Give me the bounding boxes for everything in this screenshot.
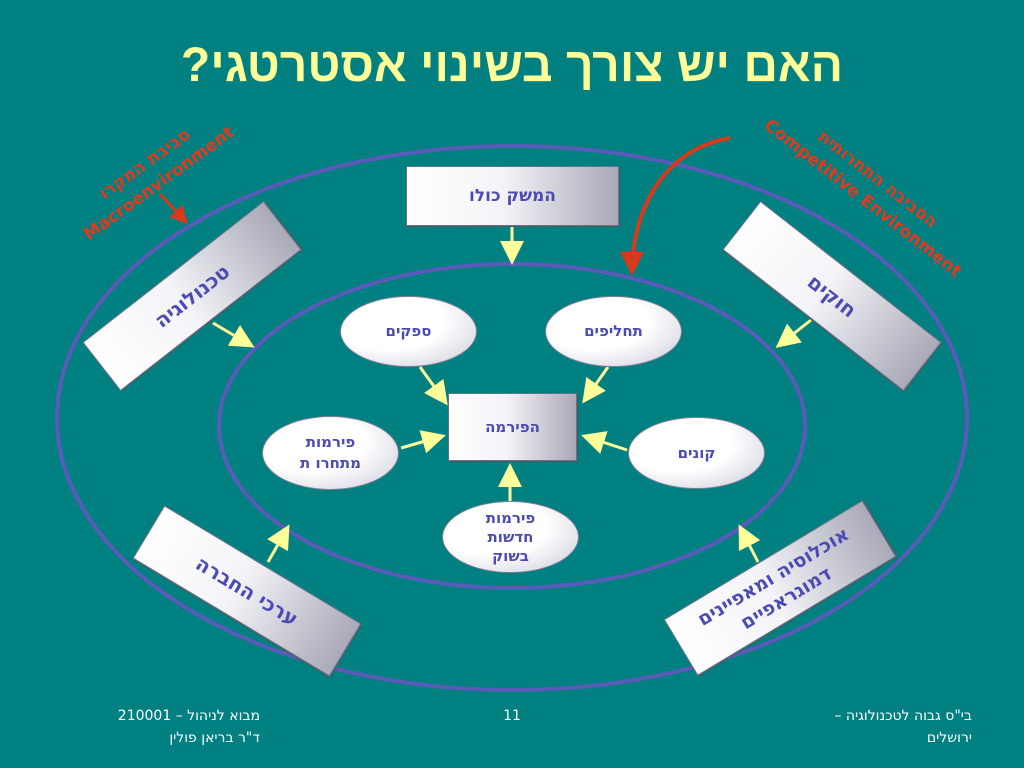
- arrow-laws: [775, 318, 812, 348]
- arrow-demographics: [738, 524, 761, 563]
- macro-pointer-arrow: [158, 192, 189, 225]
- box-firm: הפירמה: [448, 393, 577, 461]
- footer-school-line1: בי"ס גבוה לטכנולוגיה –: [834, 708, 972, 724]
- footer-course-line2: ד"ר בריאן פולין: [169, 730, 260, 746]
- arrow-suppliers: [418, 366, 448, 406]
- oval-suppliers: ספקים: [340, 296, 477, 367]
- footer-course-line1: מבוא לניהול – 210001: [117, 708, 260, 724]
- outer-ellipse: [55, 144, 969, 692]
- footer-course-info: מבוא לניהול – 210001 ד"ר בריאן פולין: [60, 705, 260, 749]
- arrow-competitors: [400, 430, 446, 454]
- footer-school-line2: ירושלים: [926, 730, 972, 746]
- footer-school-info: בי"ס גבוה לטכנולוגיה – ירושלים: [760, 705, 972, 749]
- oval-competitors: פירמות מתחרו ת: [262, 416, 399, 490]
- oval-buyers: קונים: [628, 417, 765, 489]
- arrow-technology: [212, 321, 255, 348]
- slide-title: האם יש צורך בשינוי אסטרטגי?: [180, 39, 844, 92]
- competitive-pointer-arrow: [620, 136, 731, 276]
- footer-page-number: 11: [503, 708, 521, 724]
- box-economy: המשק כולו: [406, 166, 619, 226]
- arrow-buyers: [581, 431, 628, 454]
- arrow-substitutes: [582, 366, 610, 404]
- oval-substitutes: תחליפים: [545, 296, 682, 367]
- arrow-social-values: [266, 524, 290, 563]
- oval-new-entrants: פירמות חדשות בשוק: [442, 501, 579, 573]
